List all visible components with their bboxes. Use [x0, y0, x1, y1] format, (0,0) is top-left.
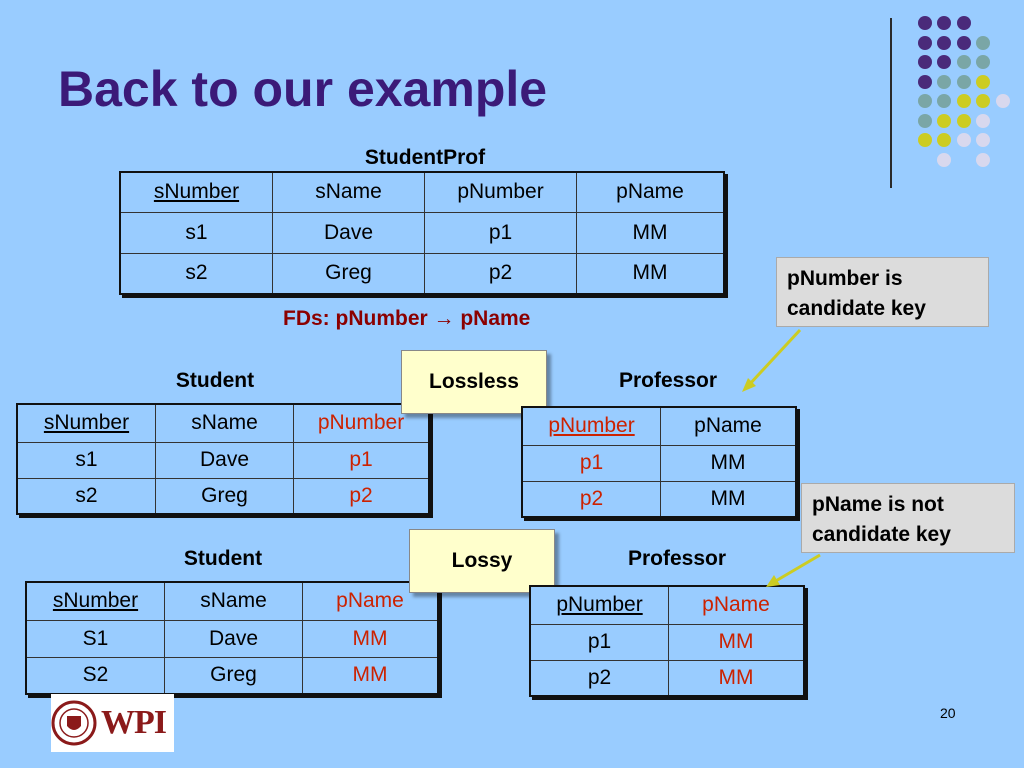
table-header: pName — [668, 585, 805, 625]
table-header: sName — [155, 403, 294, 443]
lossy-professor-caption: Professor — [627, 547, 727, 570]
table-header: sNumber — [16, 403, 156, 443]
lossy-student-caption: Student — [183, 547, 263, 570]
page-number: 20 — [940, 705, 956, 721]
decorative-dot — [917, 55, 932, 69]
table-row: S1 Dave MM — [25, 619, 439, 658]
table-cell: MM — [302, 619, 439, 658]
table-cell: MM — [576, 211, 725, 254]
decorative-dot — [917, 133, 932, 147]
table-cell: MM — [660, 444, 797, 482]
decorative-dot — [937, 113, 951, 128]
decorative-dot — [976, 152, 990, 167]
decorative-dot — [917, 113, 932, 128]
decorative-dot — [976, 113, 990, 128]
decorative-dot — [937, 133, 951, 147]
table-header: sName — [164, 581, 303, 621]
studentprof-caption: StudentProf — [364, 146, 486, 169]
arrowhead-lossless — [742, 378, 756, 392]
decorative-dot — [956, 113, 971, 128]
functional-dependency: FDs: pNumber → pName — [283, 307, 531, 330]
table-row: p2 MM — [529, 659, 805, 697]
decorative-dot — [956, 74, 971, 89]
decorative-dot — [956, 55, 971, 69]
decorative-dot — [937, 152, 951, 167]
table-cell: p1 — [293, 441, 430, 479]
table-cell: Greg — [164, 656, 303, 695]
lossless-student-caption: Student — [175, 369, 255, 392]
decorative-divider — [890, 18, 892, 188]
decorative-dot — [995, 94, 1010, 108]
table-row: s2 Greg p2 MM — [119, 252, 725, 295]
table-cell: MM — [660, 480, 797, 518]
decorative-dot — [976, 55, 990, 69]
decorative-dot — [976, 94, 990, 108]
decorative-dot — [976, 74, 990, 89]
decorative-dot — [917, 74, 932, 89]
decorative-dot — [976, 35, 990, 50]
table-cell: s1 — [16, 441, 156, 479]
table-cell: s2 — [119, 252, 273, 295]
decorative-dot — [917, 16, 932, 30]
lossless-professor-table: pNumber pName p1 MM p2 MM — [521, 406, 797, 518]
decorative-dot — [976, 133, 990, 147]
decorative-dot — [956, 35, 971, 50]
table-cell: MM — [668, 659, 805, 697]
table-row: s1 Dave p1 — [16, 441, 430, 479]
table-header: pNumber — [521, 406, 661, 446]
wpi-seal-icon — [51, 700, 97, 746]
table-cell: p2 — [521, 480, 661, 518]
studentprof-table: sNumber sName pNumber pName s1 Dave p1 M… — [119, 171, 725, 295]
lossless-note: pNumber is candidate key — [776, 257, 989, 327]
table-header: sNumber — [25, 581, 165, 621]
lossy-note: pName is not candidate key — [801, 483, 1015, 553]
decorative-dot — [937, 94, 951, 108]
decorative-dot — [956, 94, 971, 108]
decorative-dot — [937, 55, 951, 69]
arrow-lossless — [746, 328, 802, 388]
table-row: p2 MM — [521, 480, 797, 518]
studentprof-header: sName — [272, 171, 425, 213]
decorative-dot — [917, 94, 932, 108]
table-cell: p2 — [293, 477, 430, 515]
table-header: pNumber — [529, 585, 669, 625]
table-row: S2 Greg MM — [25, 656, 439, 695]
logo-text: WPI — [101, 704, 167, 741]
arrow-lossy — [773, 553, 821, 584]
lossy-callout: Lossy — [409, 529, 555, 593]
decorative-dot — [937, 16, 951, 30]
table-cell: p2 — [424, 252, 577, 295]
table-cell: Dave — [164, 619, 303, 658]
decorative-dot — [937, 74, 951, 89]
decorative-dot — [956, 133, 971, 147]
lossless-student-table: sNumber sName pNumber s1 Dave p1 s2 Greg… — [16, 403, 430, 515]
table-cell: Dave — [155, 441, 294, 479]
table-cell: p2 — [529, 659, 669, 697]
table-header: pName — [660, 406, 797, 446]
wpi-logo: WPI — [51, 694, 174, 752]
arrowhead-lossy — [766, 575, 780, 587]
table-row: s1 Dave p1 MM — [119, 211, 725, 254]
slide-title: Back to our example — [58, 61, 548, 117]
table-cell: MM — [302, 656, 439, 695]
lossy-student-table: sNumber sName pName S1 Dave MM S2 Greg M… — [25, 581, 439, 695]
lossless-professor-caption: Professor — [618, 369, 718, 392]
decorative-dot — [956, 16, 971, 30]
table-cell: Greg — [155, 477, 294, 515]
decorative-dot — [917, 35, 932, 50]
studentprof-header: pName — [576, 171, 725, 213]
lossless-callout: Lossless — [401, 350, 547, 414]
table-row: p1 MM — [529, 623, 805, 661]
decorative-dot — [937, 35, 951, 50]
table-cell: MM — [668, 623, 805, 661]
table-row: s2 Greg p2 — [16, 477, 430, 515]
table-cell: Dave — [272, 211, 425, 254]
lossy-professor-table: pNumber pName p1 MM p2 MM — [529, 585, 805, 697]
table-cell: Greg — [272, 252, 425, 295]
table-cell: S2 — [25, 656, 165, 695]
table-row: p1 MM — [521, 444, 797, 482]
table-cell: MM — [576, 252, 725, 295]
